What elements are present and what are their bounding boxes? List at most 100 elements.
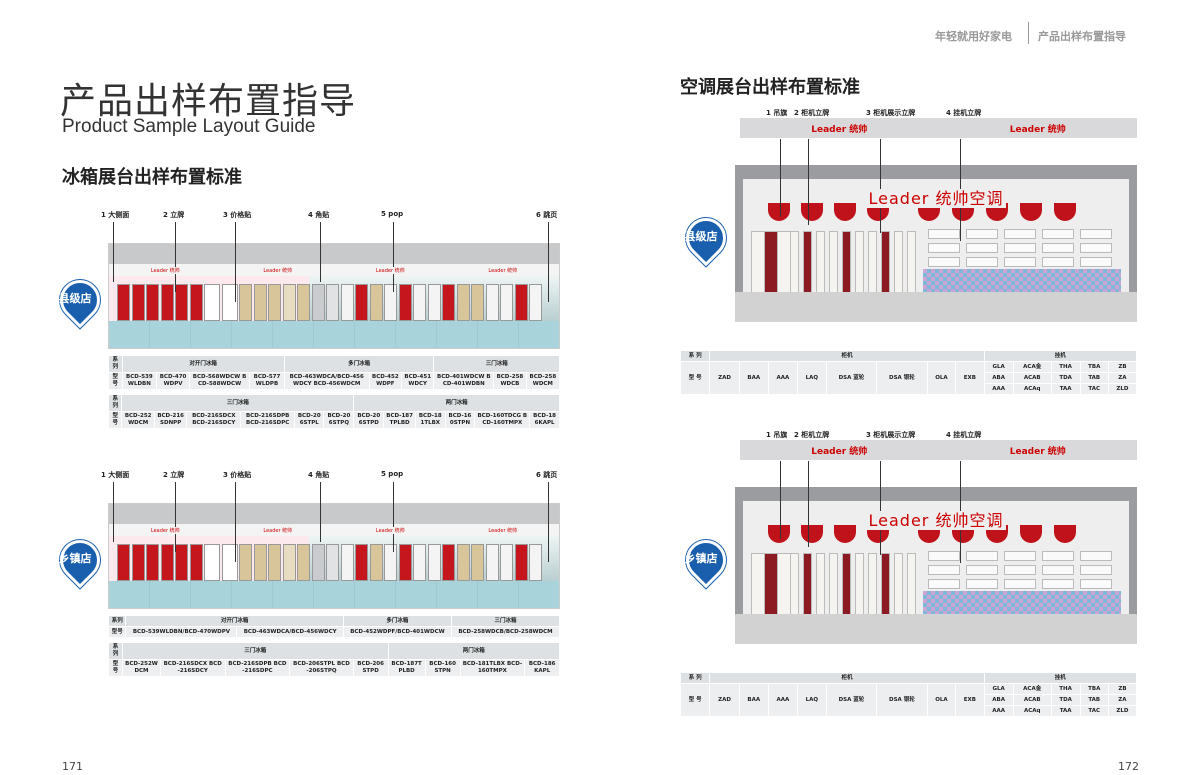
fridge-product xyxy=(117,544,130,581)
series-group: 多门冰箱 xyxy=(283,355,435,373)
wall-ac-unit xyxy=(966,229,998,239)
fridge-product xyxy=(500,544,513,581)
fridge-product xyxy=(442,284,455,321)
callout-label: 3 价格贴 xyxy=(223,471,252,479)
wall-ac-unit xyxy=(1004,243,1036,253)
fridge-section-title: 冰箱展台出样布置标准 xyxy=(62,167,242,188)
fridge-product xyxy=(456,544,470,581)
callout-label: 1 吊旗 xyxy=(766,109,788,117)
floor-ac-unit xyxy=(894,553,903,615)
model-cell: BCD-206STPL BCD-206STPQ xyxy=(289,659,354,677)
callout-label: 2 立牌 xyxy=(163,471,185,479)
cabinet-model: DSA 蓝轮 xyxy=(825,361,878,395)
fridge-product xyxy=(146,544,159,581)
wall-ac-unit xyxy=(966,243,998,253)
display-base xyxy=(735,614,1137,644)
callout-line xyxy=(320,482,321,542)
wall-model: ZB xyxy=(1107,361,1138,373)
series-label: 系列 xyxy=(107,615,127,627)
wall-ac-unit xyxy=(1004,579,1036,589)
model-cell: BCD-216SDCX BCD-216SDCY xyxy=(186,411,242,429)
floor-ac-unit xyxy=(855,553,864,615)
store-badge: 乡镇店 xyxy=(51,531,109,589)
brand-band-text: Leader 统帅 xyxy=(261,266,295,274)
callout-label: 5 pop xyxy=(381,210,404,218)
floor-ac-unit xyxy=(842,231,851,293)
floor-ac-unit xyxy=(868,231,877,293)
model-cell: BCD-463WDCA/BCD-456WDCY BCD-456WDCM xyxy=(283,372,370,390)
callout-label: 2 柜机立牌 xyxy=(794,109,830,117)
hanging-flag-icon xyxy=(801,525,823,543)
fridge-product xyxy=(311,544,325,581)
wall-model: THA xyxy=(1050,683,1081,695)
model-cell: BCD-216SDCX BCD-216SDCY xyxy=(159,659,226,677)
hanging-flag-icon xyxy=(1054,525,1076,543)
ac-display-scene: Leader 统帅空调 xyxy=(735,487,1137,644)
fridge-product xyxy=(160,544,174,581)
wall-model: TAB xyxy=(1079,372,1109,384)
callout-line xyxy=(808,461,809,547)
model-cell: BCD-258WDCB xyxy=(493,372,527,390)
fridge-product xyxy=(297,284,310,321)
cabinet-model: ZAD xyxy=(709,683,740,717)
hanging-flag-icon xyxy=(1054,203,1076,221)
fridge-product xyxy=(398,544,412,581)
wall-ac-unit xyxy=(1042,579,1074,589)
fridge-product xyxy=(221,284,238,321)
model-cell: BCD-206STPD xyxy=(352,659,389,677)
callout-label: 5 pop xyxy=(381,470,404,478)
callout-label: 2 立牌 xyxy=(163,211,185,219)
callout-label: 4 角贴 xyxy=(308,211,330,219)
wall-ac-unit xyxy=(966,565,998,575)
hanging-flag-icon xyxy=(801,203,823,221)
wall-model: ACAB xyxy=(1012,694,1052,706)
model-cell: BCD-452WDPF xyxy=(368,372,403,390)
wall-model: ACA金 xyxy=(1012,361,1052,373)
wall-model: AAA xyxy=(983,383,1014,395)
fridge-product xyxy=(253,544,267,581)
model-cell: BCD-160TDCG BCD-160TMPX xyxy=(474,411,531,429)
fridge-product xyxy=(500,284,513,321)
wall-ac-unit xyxy=(1080,229,1112,239)
model-cell: BCD-258WDCM xyxy=(525,372,561,390)
model-cell: BCD-252WDCM xyxy=(122,659,161,677)
floor xyxy=(109,321,559,348)
fridge-product xyxy=(471,284,484,321)
series-cabinet: 柜机 xyxy=(709,350,985,362)
series-group: 三门冰箱 xyxy=(433,355,560,373)
callout-line xyxy=(393,222,394,292)
fridge-product xyxy=(146,284,159,321)
cabinet-model: OLA xyxy=(926,361,957,395)
display-base xyxy=(735,292,1137,322)
callout-label: 4 角贴 xyxy=(308,471,330,479)
header-divider xyxy=(1028,22,1029,44)
wall-ac-unit xyxy=(1004,257,1036,267)
series-label: 系 列 xyxy=(679,350,711,362)
model-label: 型号 xyxy=(107,659,124,677)
series-group: 三门冰箱 xyxy=(451,615,560,627)
wall-ac-unit xyxy=(1042,565,1074,575)
wall-ac-unit xyxy=(966,257,998,267)
model-cell: BCD-181TLBX BCD-160TMPX xyxy=(459,659,526,677)
fridge-product xyxy=(384,284,397,321)
model-cell: BCD-206STPD xyxy=(353,411,385,429)
wall-ac-unit xyxy=(1080,565,1112,575)
callout-label: 3 柜机展示立牌 xyxy=(866,109,916,117)
wall-model: TBA xyxy=(1079,683,1109,695)
callout-line xyxy=(393,482,394,552)
floor-ac-unit xyxy=(816,553,825,615)
fridge-product xyxy=(413,284,426,321)
floor-ac-unit xyxy=(894,231,903,293)
wall-model: GLA xyxy=(983,361,1014,373)
floor-ac-unit xyxy=(881,231,890,293)
cabinet-model: OLA xyxy=(926,683,957,717)
fridge-product xyxy=(355,284,368,321)
model-label: 型号 xyxy=(107,411,123,429)
fridge-product xyxy=(340,544,354,581)
